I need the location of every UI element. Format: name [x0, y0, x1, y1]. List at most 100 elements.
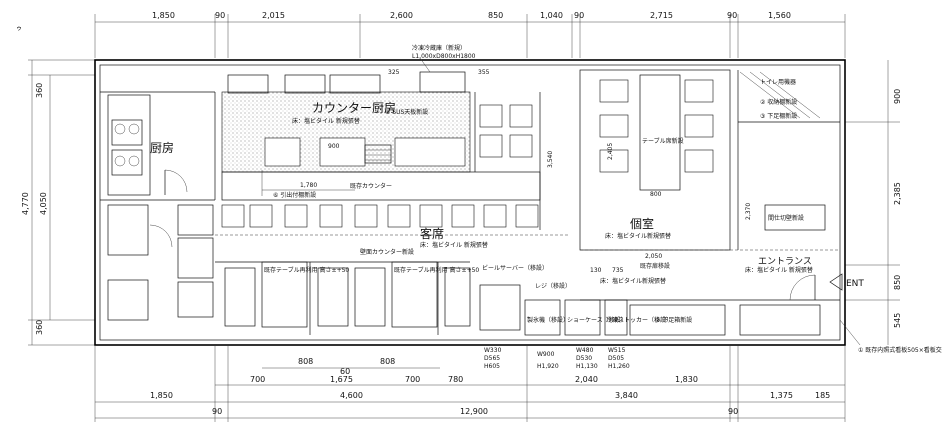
dim-1780: 1,780	[300, 182, 317, 189]
sign-note: ① 既存内照式看板505×看板交換（新設共）	[839, 319, 942, 354]
note-table-seat: テーブル席新設	[642, 137, 684, 145]
dim-top-9: 90	[727, 11, 737, 20]
size-h1920: H1,920	[537, 363, 559, 370]
dim-bottom-700a: 700	[250, 375, 265, 384]
size-h605: H605	[484, 363, 500, 370]
note-sus-shelf: ⑥ SUS天板新設	[385, 108, 428, 116]
dim-top-10: 1,560	[768, 11, 791, 20]
size-d565: D565	[484, 355, 500, 362]
note-table-left: 既存テーブル再利用 高さ±+50	[264, 266, 349, 274]
private-room-label: 個室	[630, 216, 654, 231]
counter-kitchen-label: カウンター厨房	[312, 100, 396, 115]
dim-top-3: 2,015	[262, 11, 285, 20]
corner-mark: ゥ	[16, 25, 22, 32]
dim-bottom-808b: 808	[380, 357, 395, 366]
note-server-1: ビールサーバー（移設）	[482, 264, 548, 272]
size-w900: W900	[537, 351, 555, 358]
ent-label: ENT	[846, 279, 864, 289]
note-shoe-shelf: ② 下足箱新設	[655, 316, 692, 324]
dim-top-2: 90	[215, 11, 225, 20]
dim-top-7: 90	[574, 11, 584, 20]
note-counter-floor: 床：塩ビタイル 新規張替	[292, 117, 360, 125]
dim-bottom-2040: 2,040	[575, 375, 598, 384]
seating-area: 客席 床：塩ビタイル 新規張替 壁面カウンター新設 既存テーブル再利用 高さ±+…	[215, 226, 570, 335]
dim-right-4: 545	[893, 313, 902, 328]
right-column: トイレ用機器 ② 収納棚新設 ③ 下足棚新設 間仕切壁新設	[580, 70, 840, 251]
dim-900: 900	[328, 143, 340, 150]
dim-left-3: 4,050	[39, 192, 48, 215]
dim-bottom-1850: 1,850	[150, 391, 173, 400]
note-seating-floor: 床：塩ビタイル 新規張替	[420, 241, 488, 249]
outer-walls	[94, 59, 846, 346]
dim-355: 355	[478, 69, 490, 76]
dim-left-1: 360	[35, 83, 44, 98]
right-dimension-line: 900 2,385 850 545	[845, 60, 902, 345]
note-entrance-floor: 床：塩ビタイル 新規張替	[745, 266, 813, 274]
dim-bottom-12900: 12,900	[460, 407, 488, 416]
dim-top-4: 2,600	[390, 11, 413, 20]
dim-bottom-808a: 808	[298, 357, 313, 366]
dim-bottom-1830: 1,830	[675, 375, 698, 384]
dim-2370: 2,370	[745, 203, 752, 220]
note-partition: 間仕切壁新設	[768, 214, 804, 222]
note-wall-finish: 床：塩ビタイル新規張替	[600, 277, 666, 285]
dim-130: 130	[590, 267, 602, 274]
dim-3540: 3,540	[547, 151, 554, 168]
dim-top-6: 1,040	[540, 11, 563, 20]
table-seating: テーブル席新設 2,405 800 個室 床：塩ビタイル新規張替 2,370	[579, 69, 752, 251]
size-h1260: H1,260	[608, 363, 630, 370]
dim-bottom-4600: 4,600	[340, 391, 363, 400]
note-existing-door: 既存扉移設	[640, 262, 670, 270]
bottom-dimension-lines: 808 60 808 700 1,675 700 780 2,040 1,830…	[94, 345, 846, 422]
kitchen-area: 厨房	[100, 91, 216, 321]
note-sign: ① 既存内照式看板505×看板交換（新設共）	[858, 346, 942, 354]
dim-2050: 2,050	[645, 253, 662, 260]
front-equipment: ビールサーバー（移設） レジ（移設） 製氷機（移設） ショーケース（移設） 冷凍…	[479, 264, 672, 336]
dim-bottom-700b: 700	[405, 375, 420, 384]
dim-bottom-1375: 1,375	[770, 391, 793, 400]
note-showcase-2: 冷凍ストッカー（移設）	[606, 316, 672, 324]
note-toilet-equip: トイレ用機器	[760, 78, 796, 86]
dim-bottom-1675: 1,675	[330, 375, 353, 384]
dim-left-4: 360	[35, 320, 44, 335]
equipment-sizes: W330 D565 H605 W900 H1,920 W480 D530 H1,…	[484, 347, 630, 370]
size-d505: D505	[608, 355, 624, 362]
left-dimension-line: 360 4,770 4,050 360	[21, 59, 95, 346]
dim-bottom-780: 780	[448, 375, 463, 384]
counter-kitchen: カウンター厨房 冷凍冷蔵庫（新規） L1,000xD800xH1800 ⑥ SU…	[221, 44, 490, 199]
dim-bottom-90a: 90	[212, 407, 222, 416]
entrance-area: エントランス 床：塩ビタイル 新規張替 既存扉移設 床：塩ビタイル新規張替 ② …	[580, 253, 840, 336]
note-freezer-size: L1,000xD800xH1800	[412, 53, 476, 60]
dim-right-3: 850	[893, 275, 902, 290]
dim-bottom-3840: 3,840	[615, 391, 638, 400]
dim-left-2: 4,770	[21, 192, 30, 215]
dim-top-1: 1,850	[152, 11, 175, 20]
wood-counter-label: 既存カウンター	[350, 182, 392, 190]
seating-label: 客席	[420, 226, 444, 241]
note-storage-new2: ③ 下足棚新設	[760, 112, 797, 120]
counter-stools	[221, 104, 539, 228]
note-showcase-1: ショーケース（移設）	[567, 316, 627, 324]
size-d530: D530	[576, 355, 592, 362]
note-freezer: 冷凍冷蔵庫（新規）	[412, 44, 466, 52]
wood-counter: 既存カウンター 3,540	[221, 92, 554, 230]
size-w515: W515	[608, 347, 626, 354]
size-h1130: H1,130	[576, 363, 598, 370]
entrance-label: エントランス	[758, 256, 812, 267]
entrance-arrow: ENT	[829, 273, 864, 291]
top-dimension-line: 1,850 90 2,015 2,600 850 1,040 90 2,715 …	[94, 11, 846, 58]
note-drawer-shelf: ⑥ 引出付棚新設	[273, 191, 316, 199]
dim-bottom-60: 60	[340, 367, 350, 376]
dim-bottom-90b: 90	[728, 407, 738, 416]
size-w480: W480	[576, 347, 594, 354]
note-private-floor: 床：塩ビタイル新規張替	[605, 232, 671, 240]
size-w330: W330	[484, 347, 502, 354]
dim-top-5: 850	[488, 11, 503, 20]
dim-735: 735	[612, 267, 624, 274]
note-server-2: レジ（移設）	[535, 282, 571, 290]
dim-800: 800	[650, 191, 662, 198]
note-table-right: 既存テーブル再利用 高さ±+50	[394, 266, 479, 274]
dim-325: 325	[388, 69, 400, 76]
dim-bottom-185: 185	[815, 391, 830, 400]
